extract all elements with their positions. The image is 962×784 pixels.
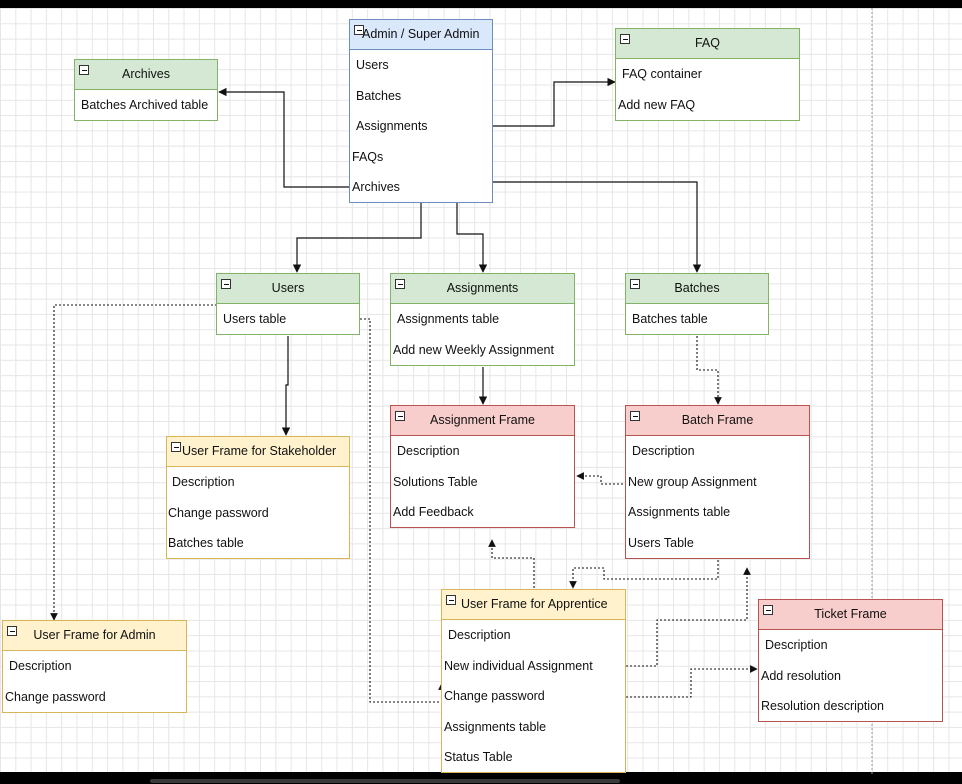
collapse-toggle-icon[interactable] [395, 279, 405, 289]
edge-batches-batch-frame[interactable] [696, 336, 722, 405]
node-row[interactable]: Users [356, 58, 389, 72]
archives-node[interactable]: Archives Batches Archived table [74, 59, 218, 121]
node-title: Assignments [446, 281, 519, 295]
node-row[interactable]: Assignments table [444, 719, 547, 734]
edge-apprentice-batch-frame[interactable] [626, 567, 751, 667]
edge-admin-archives[interactable] [218, 87, 349, 188]
batch-frame-node[interactable]: Batch Frame Description New group Assign… [625, 405, 810, 559]
node-title: Archives [122, 67, 170, 81]
collapse-toggle-icon[interactable] [171, 442, 181, 452]
node-row[interactable]: Batches table [168, 536, 244, 550]
node-row[interactable]: Change password [5, 689, 106, 704]
collapse-toggle-icon[interactable] [763, 605, 773, 615]
edge-batch-frame-apprentice-frame[interactable] [569, 560, 719, 589]
assignments-node[interactable]: Assignments Assignments table Add new We… [390, 273, 575, 366]
node-row[interactable]: Change password [444, 689, 545, 703]
node-title: Admin / Super Admin [362, 27, 480, 41]
node-title: User Frame for Apprentice [461, 597, 608, 611]
admin-frame-node[interactable]: User Frame for Admin Description Change … [2, 620, 187, 713]
faq-node[interactable]: FAQ FAQ container Add new FAQ [615, 28, 800, 121]
edge-apprentice-ticket-frame[interactable] [626, 665, 758, 698]
ticket-frame-node[interactable]: Ticket Frame Description Add resolution … [758, 599, 943, 722]
stakeholder-frame-node[interactable]: User Frame for Stakeholder Description C… [166, 436, 350, 559]
edge-admin-users[interactable] [292, 202, 422, 273]
node-title: FAQ [694, 36, 720, 50]
node-row[interactable]: Description [397, 444, 460, 458]
node-row[interactable]: New group Assignment [628, 474, 757, 489]
node-row[interactable]: Description [632, 444, 695, 458]
node-row[interactable]: Description [9, 659, 72, 673]
node-row[interactable]: Batches table [632, 312, 708, 326]
node-row[interactable]: Add Feedback [393, 505, 474, 519]
node-row[interactable]: FAQs [352, 149, 384, 164]
collapse-toggle-icon[interactable] [620, 34, 630, 44]
collapse-toggle-icon[interactable] [395, 411, 405, 421]
node-title: Ticket Frame [814, 607, 887, 621]
assignment-frame-node[interactable]: Assignment Frame Description Solutions T… [390, 405, 575, 528]
collapse-toggle-icon[interactable] [446, 595, 456, 605]
node-row[interactable]: Assignments table [628, 505, 731, 519]
edge-apprentice-assignment-frame[interactable] [488, 539, 535, 588]
node-row[interactable]: New individual Assignment [444, 658, 593, 673]
node-row[interactable]: Assignments [356, 119, 428, 133]
users-node[interactable]: Users Users table [216, 273, 360, 335]
edge-users-apprentice-frame[interactable] [360, 318, 446, 703]
node-row[interactable]: Users Table [628, 535, 694, 550]
node-title: Batches [674, 281, 720, 295]
node-row[interactable]: Status Table [444, 750, 513, 764]
collapse-toggle-icon[interactable] [630, 411, 640, 421]
collapse-toggle-icon[interactable] [354, 25, 364, 35]
horizontal-scrollbar[interactable] [150, 779, 620, 783]
node-row[interactable]: Add new Weekly Assignment [393, 342, 554, 357]
node-row[interactable]: Resolution description [761, 699, 884, 713]
node-row[interactable]: Change password [168, 505, 269, 520]
edge-batch-frame-assignment-frame[interactable] [576, 472, 627, 485]
collapse-toggle-icon[interactable] [630, 279, 640, 289]
edge-admin-batches[interactable] [491, 150, 702, 273]
node-row[interactable]: Assignments table [397, 312, 500, 326]
edge-admin-faq[interactable] [492, 77, 616, 127]
node-row[interactable]: Solutions Table [393, 474, 478, 489]
node-row[interactable]: Description [448, 628, 511, 642]
node-row[interactable]: FAQ container [622, 67, 702, 81]
node-title: User Frame for Admin [33, 628, 156, 642]
node-title: Users [271, 281, 305, 295]
node-row[interactable]: Users table [223, 312, 287, 326]
node-row[interactable]: Add new FAQ [618, 97, 696, 112]
node-row[interactable]: Batches [356, 88, 402, 103]
node-row[interactable]: Batches Archived table [81, 98, 209, 112]
admin-super-admin-node[interactable]: Admin / Super Admin Users Batches Assign… [349, 19, 493, 203]
edge-users-stakeholder[interactable] [281, 336, 291, 436]
collapse-toggle-icon[interactable] [79, 65, 89, 75]
node-row[interactable]: Description [172, 475, 235, 489]
node-row[interactable]: Description [765, 638, 828, 652]
node-title: User Frame for Stakeholder [182, 444, 337, 458]
node-row[interactable]: Add resolution [761, 668, 841, 683]
batches-node[interactable]: Batches Batches table [625, 273, 769, 335]
collapse-toggle-icon[interactable] [7, 626, 17, 636]
edge-users-admin-frame[interactable] [50, 304, 217, 621]
node-row[interactable]: Archives [352, 180, 400, 194]
collapse-toggle-icon[interactable] [221, 279, 231, 289]
apprentice-frame-node[interactable]: User Frame for Apprentice Description Ne… [441, 589, 626, 773]
node-title: Assignment Frame [430, 413, 535, 427]
edge-admin-assignments[interactable] [456, 202, 488, 273]
node-title: Batch Frame [681, 413, 754, 427]
